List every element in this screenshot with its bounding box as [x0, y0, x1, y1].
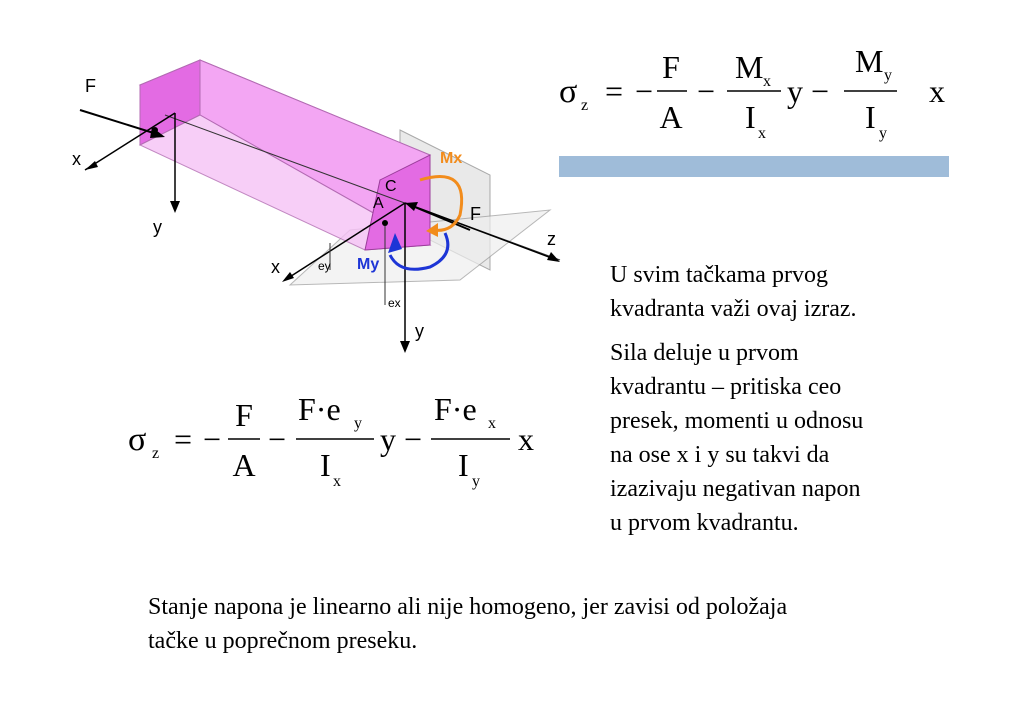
sigma-sub: z	[581, 97, 588, 114]
term2-den: I	[745, 99, 756, 135]
term3-num-sub: x	[488, 415, 496, 432]
svg-text:−: −	[404, 421, 422, 457]
term2-num: M	[735, 49, 763, 85]
term2-den-sub: x	[333, 473, 341, 490]
label-A: A	[373, 195, 384, 212]
beam-diagram: F x y C A Mx My F z x y ey ex	[60, 55, 580, 365]
term1-num: F	[662, 49, 680, 85]
term2-num-sub: y	[354, 415, 362, 432]
label-My: My	[357, 256, 379, 273]
label-ey: ey	[318, 259, 331, 273]
label-x-left: x	[72, 149, 81, 169]
label-ex: ex	[388, 296, 401, 310]
formula-top: σ z = − F A − M x I x y − M y I y x	[559, 42, 959, 155]
left-force-arrow	[79, 109, 161, 136]
term1-den: A	[232, 447, 255, 483]
term3-den-sub: y	[472, 473, 480, 490]
footer-line-1: Stanje napona je linearno ali nije homog…	[148, 594, 788, 620]
description-paragraph-1: U svim tačkama prvog kvadranta važi ovaj…	[610, 258, 940, 326]
sigma-symbol: σ	[128, 421, 146, 458]
right-x-axis	[284, 202, 406, 281]
description-paragraph-2: Sila deluje u prvom kvadrantu – pritiska…	[610, 336, 940, 540]
right-force-arrow	[409, 204, 471, 231]
desc-line: izazivaju negativan napon	[610, 476, 861, 502]
term2-den: I	[320, 447, 331, 483]
svg-text:−: −	[697, 73, 715, 109]
desc-line: kvadrantu – pritiska ceo	[610, 374, 842, 400]
term2-den-sub: x	[758, 125, 766, 142]
term3-num: F·e	[434, 391, 477, 427]
term3-num-sub: y	[884, 67, 892, 84]
term2-num-sub: x	[763, 73, 771, 90]
term1-num: F	[235, 397, 253, 433]
desc-line: Sila deluje u prvom	[610, 340, 799, 366]
footer-line-2: tačke u poprečnom preseku.	[148, 628, 418, 654]
desc-line: presek, momenti u odnosu	[610, 408, 864, 434]
desc-line: kvadranta važi ovaj izraz.	[610, 296, 857, 322]
term2-num: F·e	[298, 391, 341, 427]
formula-bottom: σ z = − F A − F·e y I x y − F·e x I y x	[128, 390, 548, 503]
label-F-left: F	[85, 76, 96, 96]
desc-line: U svim tačkama prvog	[610, 262, 828, 288]
description: U svim tačkama prvog kvadranta važi ovaj…	[610, 258, 940, 550]
label-F-right: F	[470, 204, 481, 224]
term2-var: y	[380, 421, 396, 457]
left-x-axis	[84, 112, 176, 171]
svg-text:−: −	[203, 421, 221, 457]
label-y-left: y	[153, 217, 162, 237]
beam-end-face	[364, 154, 431, 251]
term3-den: I	[865, 99, 876, 135]
svg-text:−: −	[268, 421, 286, 457]
term3-var: x	[929, 73, 945, 109]
desc-line: u prvom kvadrantu.	[610, 510, 799, 536]
term2-var: y	[787, 73, 803, 109]
label-x-right: x	[271, 257, 280, 277]
label-z: z	[547, 229, 556, 249]
accent-bar	[559, 156, 949, 177]
term3-den: I	[458, 447, 469, 483]
term3-den-sub: y	[879, 125, 887, 142]
svg-text:=: =	[605, 73, 623, 109]
desc-line: na ose x i y su takvi da	[610, 442, 830, 468]
svg-text:=: =	[174, 421, 192, 457]
section-plane-floor	[288, 209, 552, 286]
moment-y-arrow	[388, 232, 450, 271]
label-C: C	[385, 178, 397, 195]
svg-text:−: −	[811, 73, 829, 109]
term3-num: M	[855, 43, 883, 79]
footer-text: Stanje napona je linearno ali nije homog…	[148, 590, 948, 658]
moment-x-arrow	[419, 175, 464, 232]
label-y-right: y	[415, 321, 424, 341]
sigma-sub: z	[152, 445, 159, 462]
term1-den: A	[659, 99, 682, 135]
sigma-symbol: σ	[559, 73, 577, 110]
term3-var: x	[518, 421, 534, 457]
label-Mx: Mx	[440, 150, 462, 167]
svg-text:−: −	[635, 73, 653, 109]
